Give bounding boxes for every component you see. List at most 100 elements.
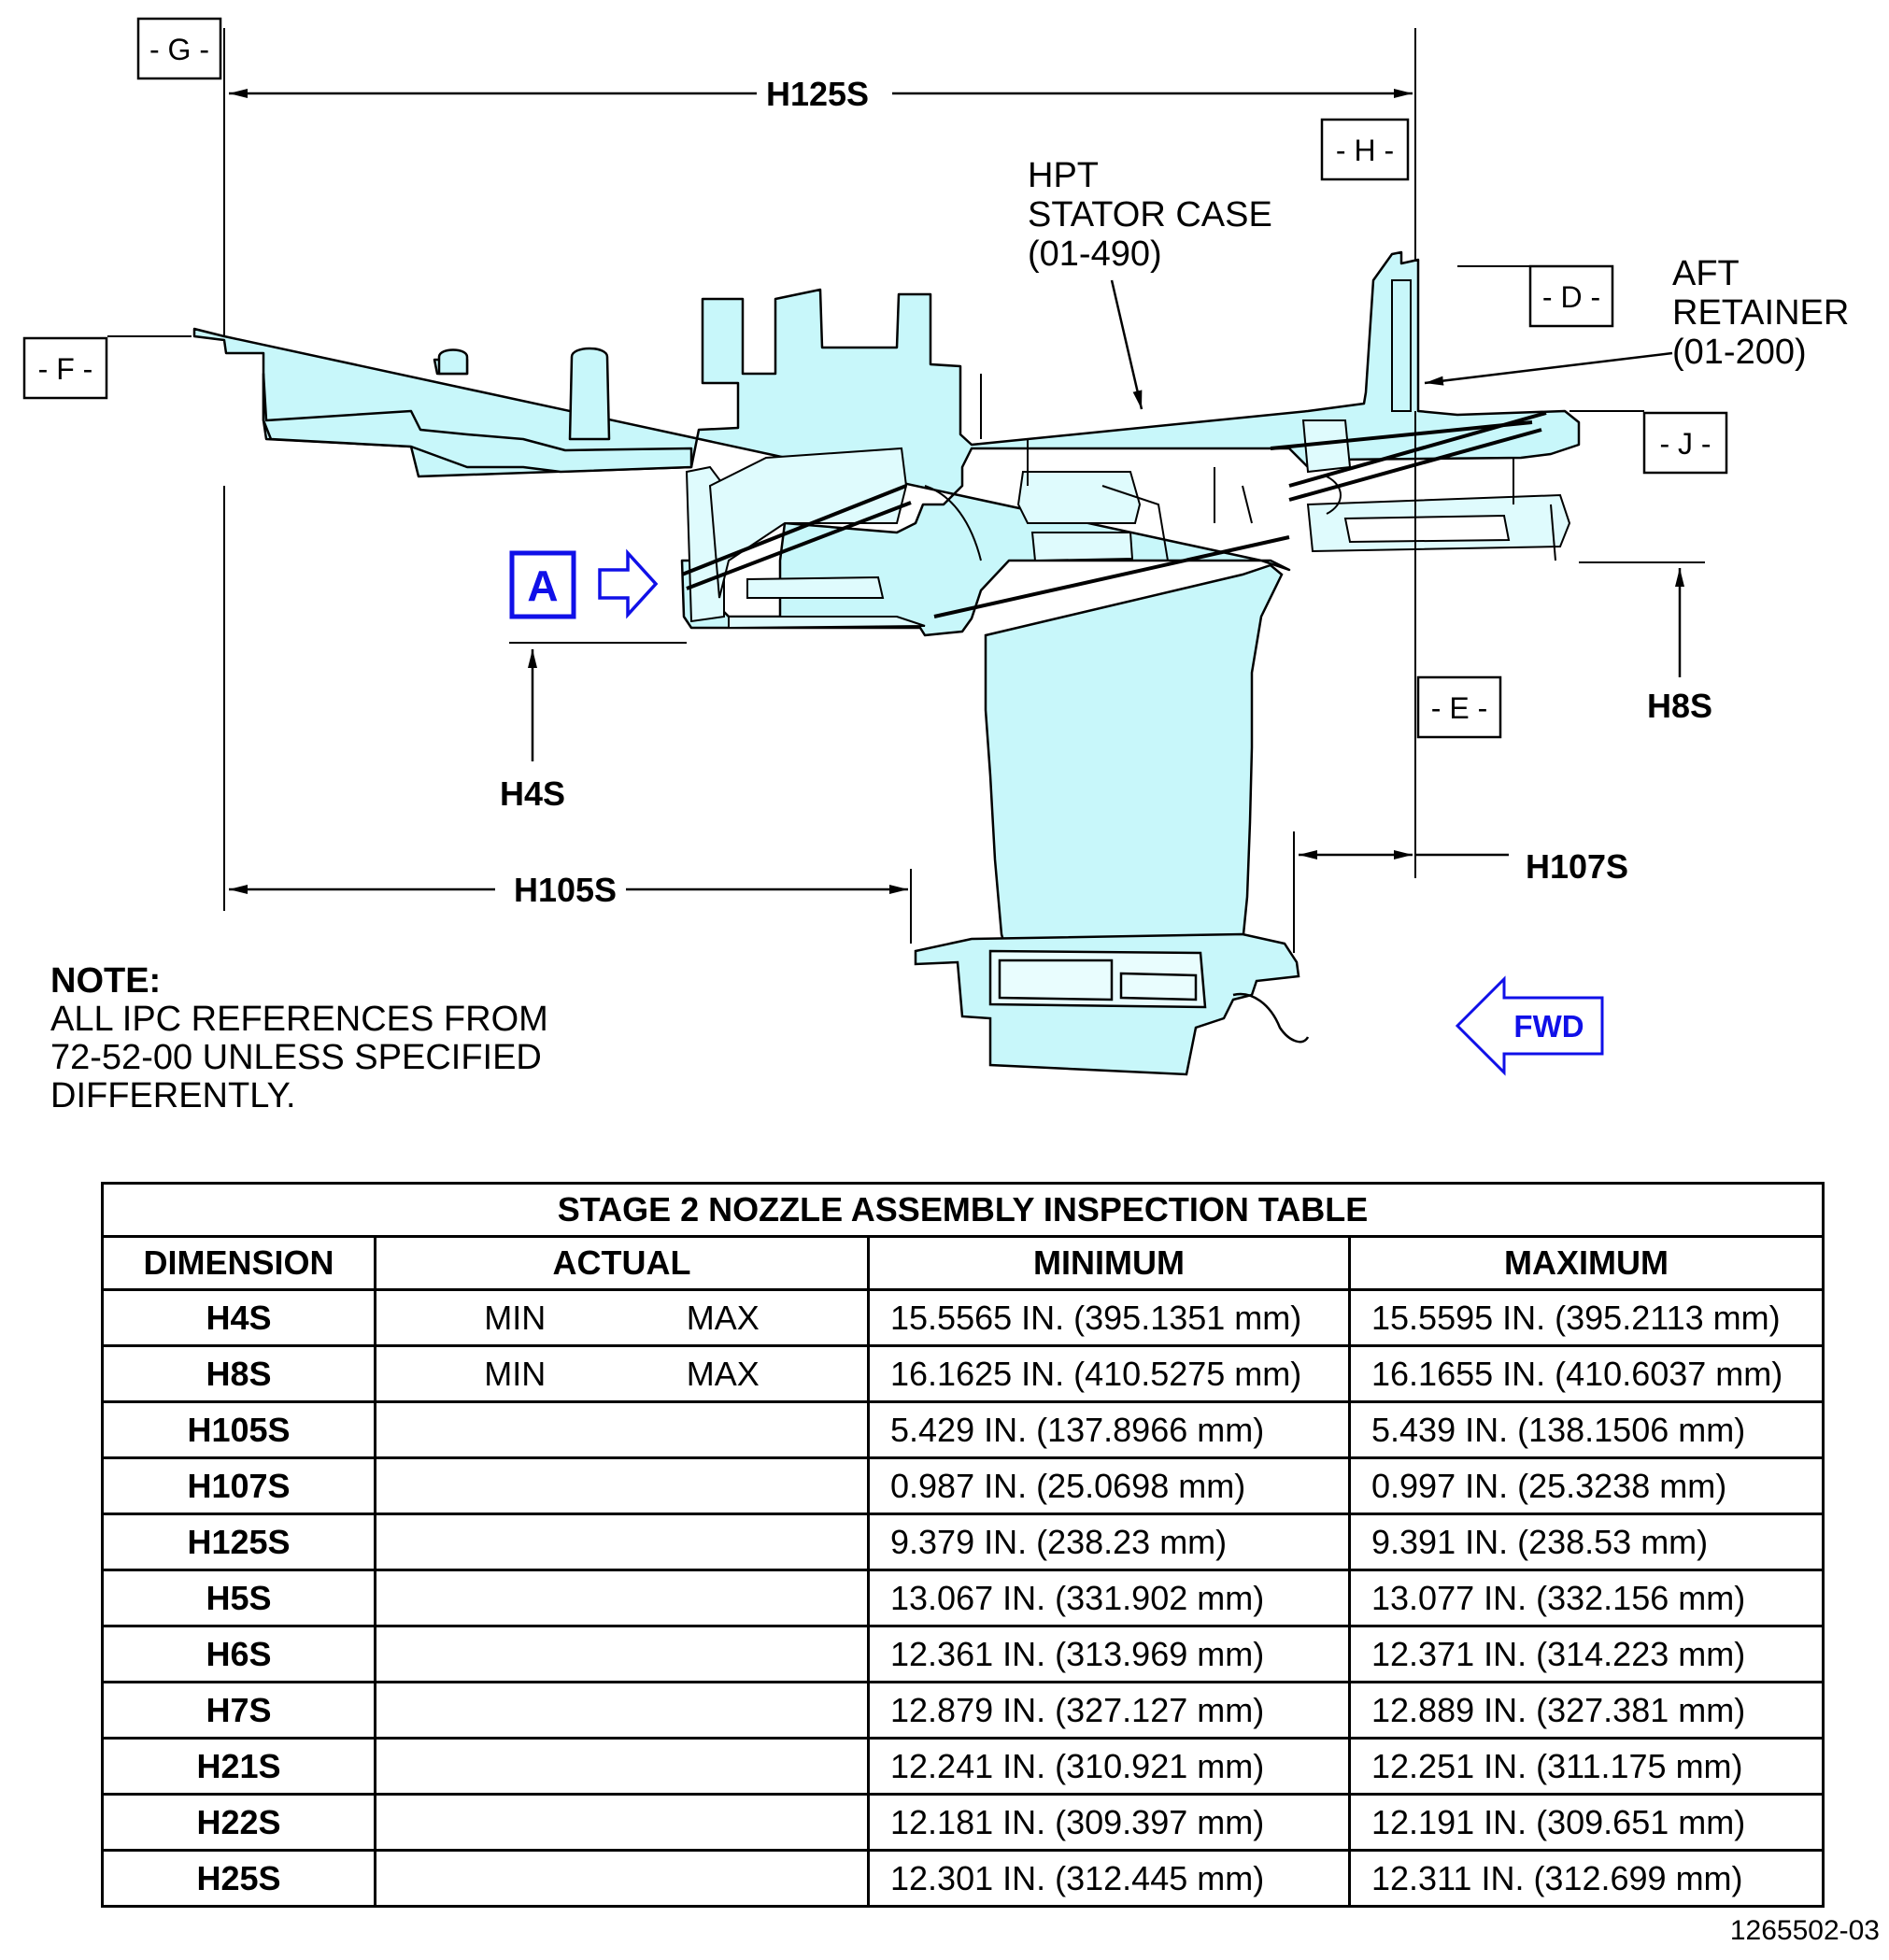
table-row: H8S MIN MAX 16.1625 IN. (410.5275 mm)16.165… [101, 1344, 1825, 1403]
datum-E: - E - [1416, 675, 1502, 739]
row-dimension: H7S [101, 1681, 376, 1740]
note-line: ALL IPC REFERENCES FROM [50, 1000, 548, 1039]
row-actual[interactable]: MIN MAX [374, 1288, 870, 1347]
header-dimension: DIMENSION [101, 1235, 376, 1291]
view-a-arrow-icon [598, 548, 659, 619]
svg-text:STATOR CASE: STATOR CASE [1028, 195, 1272, 234]
row-maximum: 5.439 IN. (138.1506 mm) [1348, 1400, 1825, 1459]
row-minimum: 12.879 IN. (327.127 mm) [867, 1681, 1351, 1740]
row-maximum: 9.391 IN. (238.53 mm) [1348, 1513, 1825, 1571]
row-actual[interactable] [374, 1849, 870, 1908]
dim-label-h105s: H105S [514, 871, 617, 909]
interior-detail-lines [681, 411, 1547, 618]
row-dimension: H22S [101, 1793, 376, 1852]
row-minimum: 0.987 IN. (25.0698 mm) [867, 1456, 1351, 1515]
dim-label-h125s: H125S [766, 75, 869, 113]
row-maximum: 12.191 IN. (309.651 mm) [1348, 1793, 1825, 1852]
nozzle-vane-airfoil [914, 563, 1310, 1076]
dim-label-h4s: H4S [500, 774, 565, 813]
row-minimum: 12.241 IN. (310.921 mm) [867, 1737, 1351, 1796]
row-minimum: 12.181 IN. (309.397 mm) [867, 1793, 1351, 1852]
row-minimum: 13.067 IN. (331.902 mm) [867, 1569, 1351, 1627]
row-maximum: 16.1655 IN. (410.6037 mm) [1348, 1344, 1825, 1403]
row-minimum: 15.5565 IN. (395.1351 mm) [867, 1288, 1351, 1347]
table-row: H125S 9.379 IN. (238.23 mm)9.391 IN. (238… [101, 1513, 1825, 1571]
row-maximum: 12.311 IN. (312.699 mm) [1348, 1849, 1825, 1908]
table-row: H7S 12.879 IN. (327.127 mm)12.889 IN. (32… [101, 1681, 1825, 1740]
datum-F: - F - [22, 336, 108, 400]
datum-J: - J - [1642, 411, 1728, 475]
interior-detail-thin [924, 279, 1556, 561]
row-actual[interactable] [374, 1737, 870, 1796]
note-line: 72-52-00 UNLESS SPECIFIED [50, 1038, 542, 1077]
note-line: DIFFERENTLY. [50, 1076, 296, 1115]
table-row: H4S MIN MAX 15.5565 IN. (395.1351 mm)15.559… [101, 1288, 1825, 1347]
row-dimension: H6S [101, 1625, 376, 1683]
table-title: STAGE 2 NOZZLE ASSEMBLY INSPECTION TABLE [101, 1182, 1825, 1238]
row-dimension: H107S [101, 1456, 376, 1515]
svg-text:- G -: - G - [149, 33, 209, 66]
inspection-table: STAGE 2 NOZZLE ASSEMBLY INSPECTION TABLE… [101, 1182, 1825, 1908]
dim-label-h8s: H8S [1647, 687, 1712, 725]
table-body: H4S MIN MAX 15.5565 IN. (395.1351 mm)15.559… [101, 1288, 1825, 1908]
actual-max-label: MAX [686, 1298, 760, 1337]
svg-text:- D -: - D - [1542, 280, 1600, 314]
header-actual: ACTUAL [374, 1235, 870, 1291]
svg-text:(01-490): (01-490) [1028, 234, 1162, 274]
fwd-arrow-icon: FWD [1455, 975, 1604, 1076]
row-maximum: 15.5595 IN. (395.2113 mm) [1348, 1288, 1825, 1347]
svg-text:RETAINER: RETAINER [1672, 293, 1849, 333]
header-minimum: MINIMUM [867, 1235, 1351, 1291]
row-actual[interactable] [374, 1400, 870, 1459]
actual-max-label: MAX [686, 1354, 760, 1393]
svg-text:- E -: - E - [1431, 691, 1487, 725]
svg-text:- J -: - J - [1659, 427, 1711, 461]
svg-text:- F -: - F - [38, 352, 93, 386]
datum-D: - D - [1528, 264, 1614, 328]
actual-min-label: MIN [484, 1354, 547, 1393]
row-actual[interactable] [374, 1569, 870, 1627]
nozzle-cross-section-figure: - G - - H - - D - - F - - J - - E - H125… [22, 17, 1849, 1076]
row-actual[interactable] [374, 1625, 870, 1683]
row-maximum: 12.251 IN. (311.175 mm) [1348, 1737, 1825, 1796]
row-minimum: 16.1625 IN. (410.5275 mm) [867, 1344, 1351, 1403]
figure-id: 1265502-03 [1729, 1915, 1880, 1946]
note-block: NOTE: ALL IPC REFERENCES FROM 72-52-00 U… [50, 962, 548, 1115]
row-actual[interactable]: MIN MAX [374, 1344, 870, 1403]
row-dimension: H125S [101, 1513, 376, 1571]
dimension-arrows [229, 89, 1684, 894]
table-row: H107S 0.987 IN. (25.0698 mm)0.997 IN. (25… [101, 1456, 1825, 1515]
callout-hpt-stator-case: HPT STATOR CASE (01-490) [1028, 156, 1272, 274]
row-dimension: H21S [101, 1737, 376, 1796]
svg-text:AFT: AFT [1672, 254, 1740, 293]
row-minimum: 12.361 IN. (313.969 mm) [867, 1625, 1351, 1683]
row-dimension: H25S [101, 1849, 376, 1908]
row-minimum: 5.429 IN. (137.8966 mm) [867, 1400, 1351, 1459]
svg-text:(01-200): (01-200) [1672, 333, 1807, 372]
row-dimension: H5S [101, 1569, 376, 1627]
row-maximum: 12.371 IN. (314.223 mm) [1348, 1625, 1825, 1683]
actual-min-label: MIN [484, 1298, 547, 1337]
datum-G: - G - [136, 17, 222, 80]
row-maximum: 0.997 IN. (25.3238 mm) [1348, 1456, 1825, 1515]
svg-text:HPT: HPT [1028, 156, 1099, 195]
table-row: H6S 12.361 IN. (313.969 mm)12.371 IN. (31… [101, 1625, 1825, 1683]
datum-H: - H - [1320, 118, 1410, 181]
callout-aft-retainer: AFT RETAINER (01-200) [1672, 254, 1849, 372]
row-actual[interactable] [374, 1513, 870, 1571]
row-actual[interactable] [374, 1793, 870, 1852]
row-dimension: H4S [101, 1288, 376, 1347]
row-maximum: 12.889 IN. (327.381 mm) [1348, 1681, 1825, 1740]
row-actual[interactable] [374, 1681, 870, 1740]
table-row: H21S 12.241 IN. (310.921 mm)12.251 IN. (3… [101, 1737, 1825, 1796]
row-dimension: H8S [101, 1344, 376, 1403]
row-minimum: 9.379 IN. (238.23 mm) [867, 1513, 1351, 1571]
svg-text:FWD: FWD [1513, 1009, 1584, 1044]
svg-text:A: A [527, 561, 558, 610]
dim-label-h107s: H107S [1526, 847, 1628, 886]
reference-lines [107, 28, 1705, 953]
row-actual[interactable] [374, 1456, 870, 1515]
